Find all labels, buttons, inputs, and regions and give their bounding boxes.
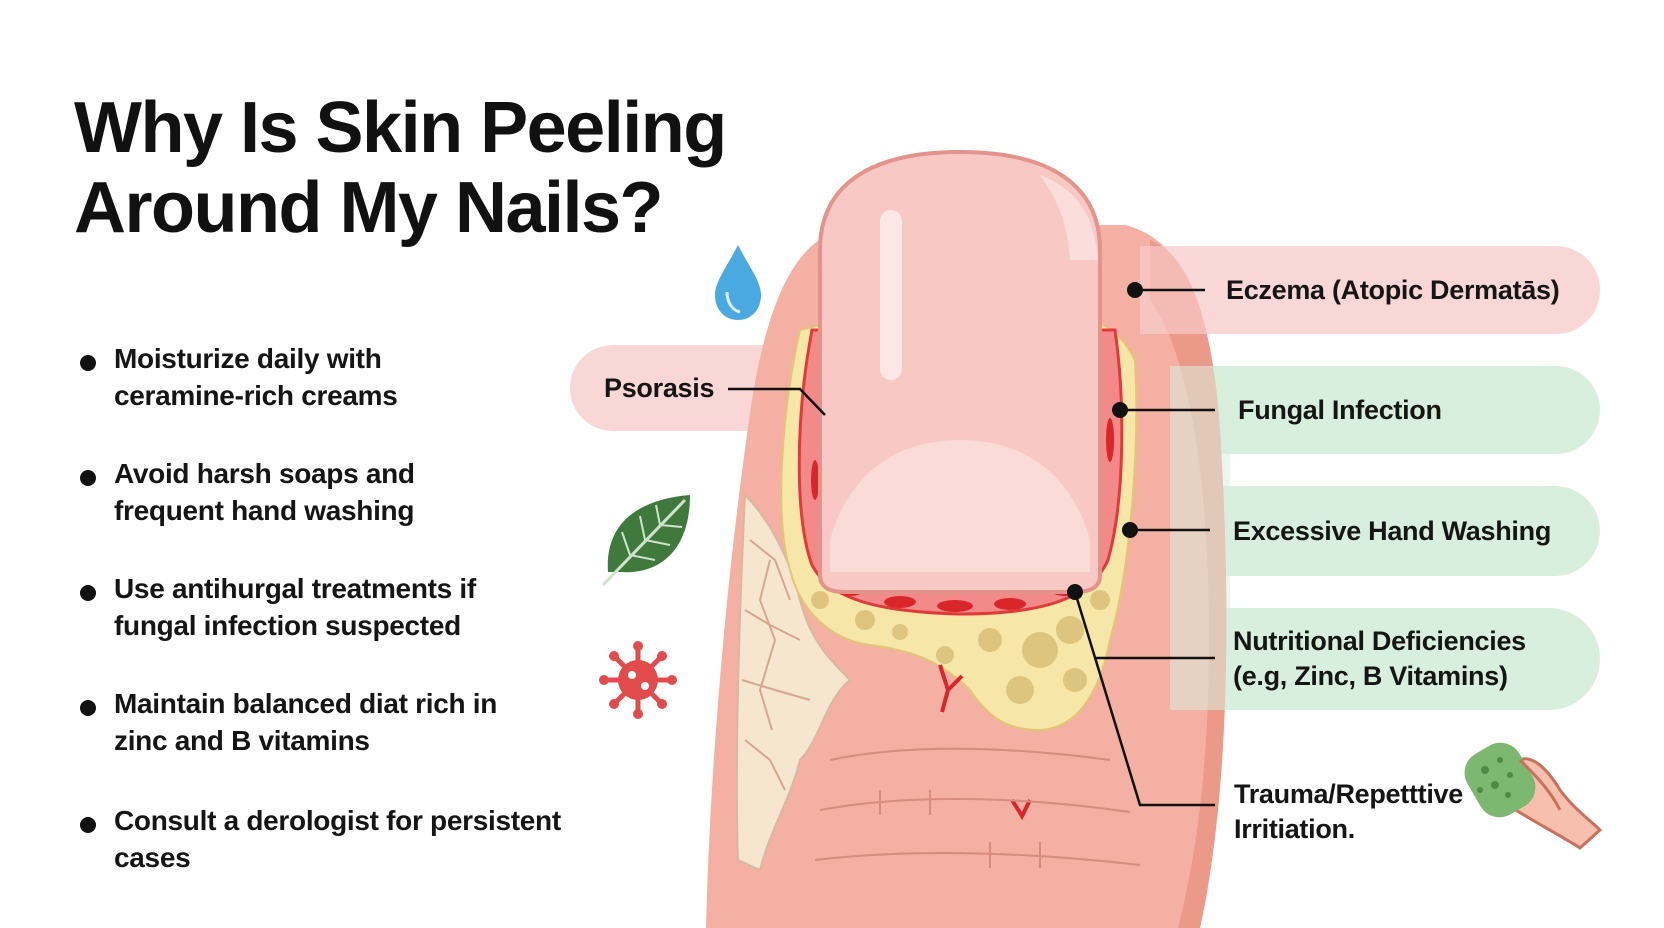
psoriasis-leader [728, 387, 826, 416]
wound-mark [938, 664, 964, 713]
nail-lunula [830, 440, 1090, 572]
tip-text: Consult a derologist for persistent case… [114, 805, 561, 873]
page-title: Why Is Skin Peeling Around My Nails? [74, 88, 727, 248]
label-fungal: Fungal Infection [1238, 395, 1442, 425]
label-nutritional: Nutritional Deficiencies (e.g, Zinc, B V… [1233, 626, 1526, 691]
leader-lines [728, 288, 1215, 807]
title-line-1: Why Is Skin Peeling [74, 88, 727, 168]
label-psoriasis: Psorasis [604, 373, 715, 403]
leaf-icon [601, 495, 690, 587]
title-line-2: Around My Nails? [74, 168, 664, 248]
nail-right-shine [1040, 175, 1098, 260]
bullet-icon [80, 470, 96, 486]
bullet-icon [80, 355, 96, 371]
bullet-icon [80, 700, 96, 716]
tip-text: Avoid harsh soaps and frequent hand wash… [114, 458, 415, 526]
bullet-icon [80, 817, 96, 833]
germ-icon [599, 641, 677, 719]
label-excessive-washing: Excessive Hand Washing [1233, 516, 1552, 546]
wound-mark [1010, 798, 1032, 821]
label-trauma: Trauma/Repetttive Irritiation. [1234, 779, 1463, 844]
tip-text: Moisturize daily with ceramine-rich crea… [114, 343, 398, 411]
finger-overlay-green [1170, 366, 1230, 710]
flake-spots [811, 590, 1110, 704]
nail-highlight [880, 210, 902, 380]
water-drop-icon [715, 245, 761, 320]
tip-text: Use antihurgal treatments if fungal infe… [114, 573, 476, 641]
skin-cracks [741, 539, 811, 791]
label-eczema: Eczema (Atopic Dermatās) [1226, 275, 1560, 305]
hand-scrub-icon [1464, 742, 1603, 850]
skin-creases [814, 747, 1141, 868]
finger [706, 149, 1230, 928]
leader-dots [1067, 282, 1143, 600]
bullet-icon [80, 585, 96, 601]
trauma-leader [1073, 591, 1215, 807]
tip-text: Maintain balanced diat rich in zinc and … [114, 688, 498, 756]
